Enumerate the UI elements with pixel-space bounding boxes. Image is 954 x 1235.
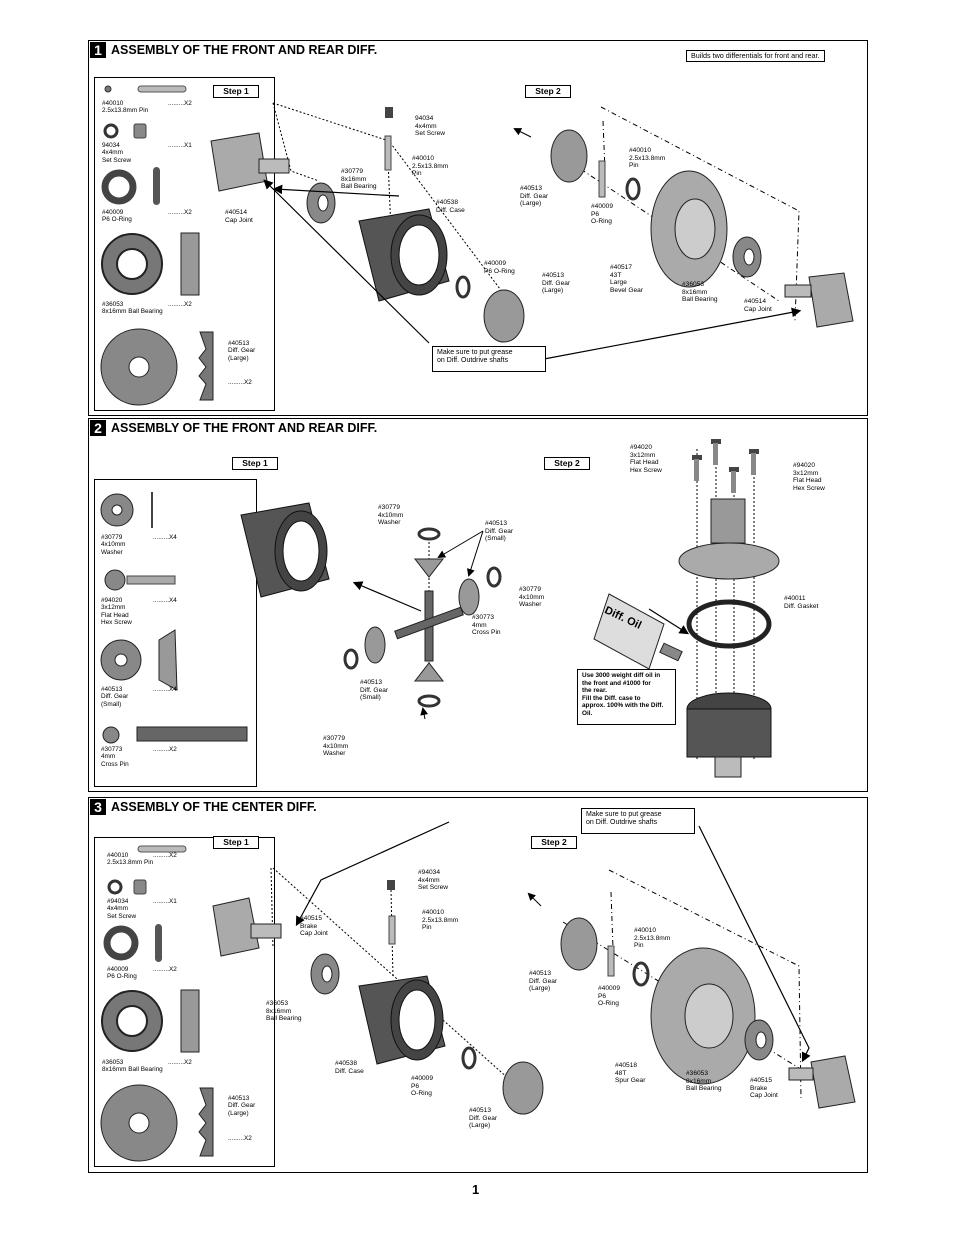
section-title: ASSEMBLY OF THE FRONT AND REAR DIFF. [111, 43, 378, 57]
grease-note: Make sure to put grease on Diff. Outdriv… [432, 346, 546, 372]
parts-icons [100, 845, 214, 1162]
qty-94034: .........X1 [153, 898, 177, 905]
exploded-diagram [240, 439, 780, 778]
oil-note: Use 3000 weight diff oil in the front an… [577, 669, 676, 725]
pin-icon [100, 85, 214, 406]
grease-note: Make sure to put grease on Diff. Outdriv… [581, 808, 695, 834]
qty-40513: .........X2 [228, 1135, 252, 1142]
section-number: 1 [90, 42, 106, 58]
diff-case [358, 208, 450, 302]
qty-40010: .........X2 [153, 852, 177, 859]
qty-36053: .........X2 [168, 1059, 192, 1066]
qty-40513: .........X2 [228, 379, 252, 386]
section-title: ASSEMBLY OF THE CENTER DIFF. [111, 800, 317, 814]
exploded-diagram [212, 821, 856, 1115]
section-1: 1 ASSEMBLY OF THE FRONT AND REAR DIFF. B… [88, 40, 868, 416]
section-number: 3 [90, 799, 106, 815]
qty-30779: .........X4 [153, 534, 177, 541]
cap-joint-left [210, 132, 290, 192]
exploded-diagram [210, 102, 854, 360]
qty-94020: .........X4 [153, 597, 177, 604]
builds-two-note: Builds two differentials for front and r… [686, 50, 825, 63]
parts-icons [100, 492, 248, 744]
step1-tag: Step 1 [232, 457, 278, 470]
section-title: ASSEMBLY OF THE FRONT AND REAR DIFF. [111, 421, 378, 435]
step2-tag: Step 2 [525, 85, 571, 98]
qty-36053: .........X2 [168, 301, 192, 308]
section-2: 2 ASSEMBLY OF THE FRONT AND REAR DIFF. #… [88, 418, 868, 792]
step1-tag: Step 1 [213, 85, 259, 98]
qty-94034: .........X1 [168, 142, 192, 149]
qty-40009: .........X2 [168, 209, 192, 216]
step2-tag: Step 2 [544, 457, 590, 470]
qty-40009: .........X2 [153, 966, 177, 973]
step1-tag: Step 1 [213, 836, 259, 849]
qty-40513: .........X4 [153, 686, 177, 693]
section-number: 2 [90, 420, 106, 436]
qty-30773: .........X2 [153, 746, 177, 753]
step2-tag: Step 2 [531, 836, 577, 849]
page-number: 1 [472, 1182, 480, 1197]
qty-40010: .........X2 [168, 100, 192, 107]
